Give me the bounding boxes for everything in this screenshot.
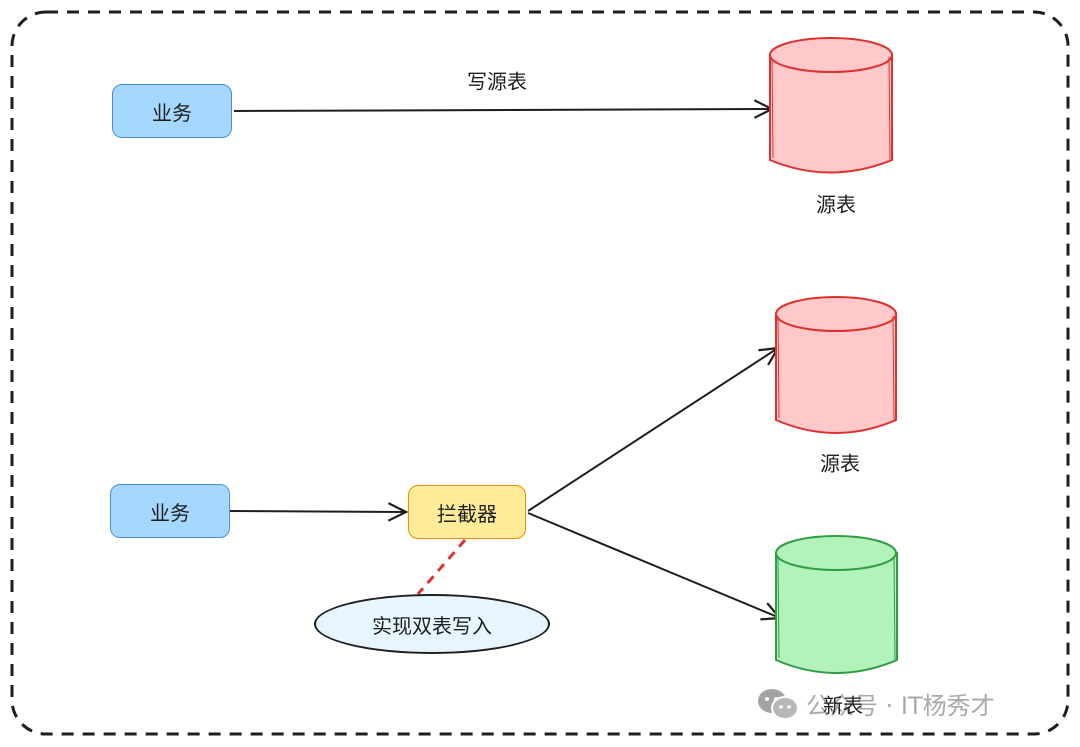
db-new-label: 新表 <box>823 693 863 718</box>
arrow-write-source <box>233 109 772 111</box>
arrow-biz-to-interceptor <box>229 511 406 512</box>
watermark: 公众号 · IT杨秀才 <box>756 686 995 721</box>
db-source-top[interactable] <box>769 37 893 174</box>
biz-node-bottom[interactable]: 业务 <box>110 484 230 538</box>
arrow-interceptor-to-source <box>527 348 778 512</box>
biz-node-bottom-label: 业务 <box>150 500 190 525</box>
db-source-top-label: 源表 <box>816 192 856 217</box>
db-source-bottom[interactable] <box>775 296 897 434</box>
interceptor-node-label: 拦截器 <box>437 501 497 526</box>
edge-label-write-source: 写源表 <box>467 69 527 94</box>
arrow-interceptor-to-new <box>527 512 780 618</box>
note-connector <box>416 539 467 595</box>
note-ellipse[interactable]: 实现双表写入 <box>314 594 550 654</box>
interceptor-node[interactable]: 拦截器 <box>408 485 526 539</box>
note-label: 实现双表写入 <box>372 613 492 638</box>
db-new[interactable] <box>775 535 898 674</box>
watermark-text: 公众号 · IT杨秀才 <box>806 692 995 720</box>
db-source-bottom-label: 源表 <box>820 451 860 476</box>
wechat-icon <box>756 687 800 721</box>
biz-node-top[interactable]: 业务 <box>112 84 232 138</box>
frame-border <box>10 10 1070 736</box>
biz-node-top-label: 业务 <box>152 100 192 125</box>
